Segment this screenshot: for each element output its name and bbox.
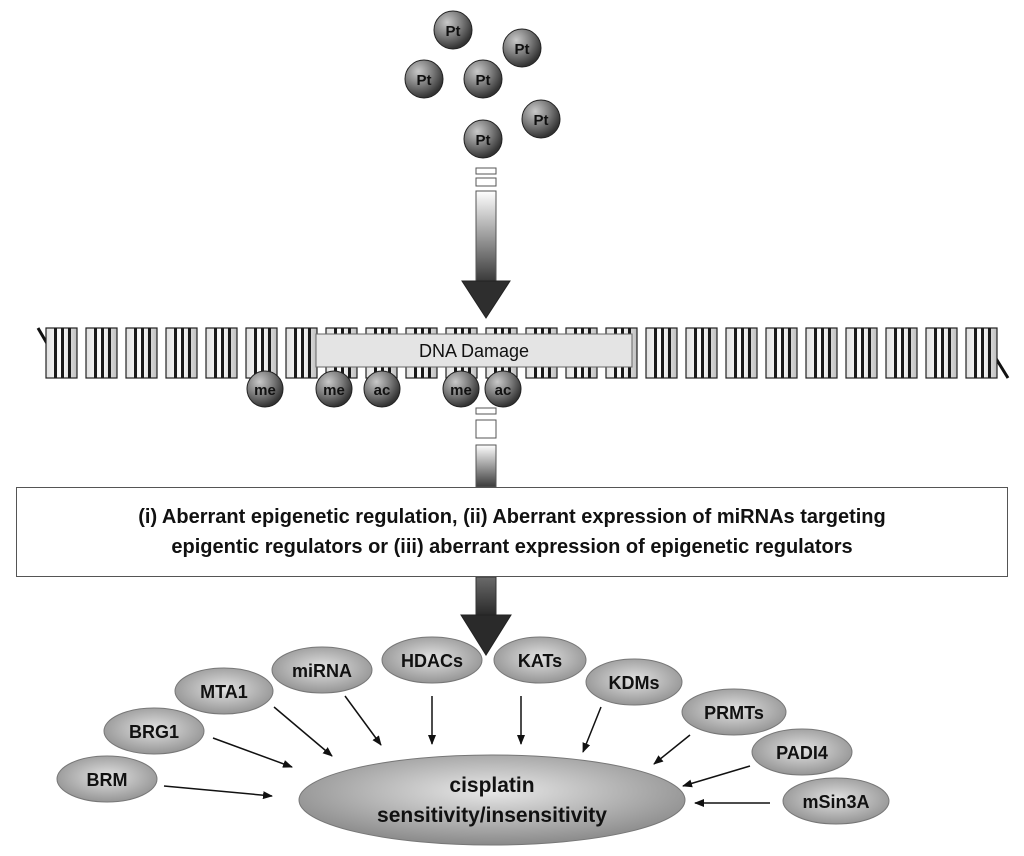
mechanism-box: (i) Aberrant epigenetic regulation, (ii)… xyxy=(16,487,1008,577)
regulator-mta1: MTA1 xyxy=(174,667,274,715)
pt-sphere: Pt xyxy=(463,119,503,159)
svg-text:Pt: Pt xyxy=(417,72,432,89)
svg-text:PADI4: PADI4 xyxy=(776,743,828,763)
svg-text:Pt: Pt xyxy=(476,132,491,149)
regulator-brg1: BRG1 xyxy=(103,707,205,755)
platinum-molecules: Pt Pt Pt Pt Pt Pt xyxy=(404,10,561,159)
regulator-mirna: miRNA xyxy=(271,646,373,694)
svg-text:cisplatin: cisplatin xyxy=(449,774,534,797)
svg-text:me: me xyxy=(450,382,472,399)
nucleosome-block xyxy=(725,327,758,379)
methylation-mark: me xyxy=(315,370,353,408)
regulator-kdms: KDMs xyxy=(585,658,683,706)
svg-text:miRNA: miRNA xyxy=(292,661,352,681)
svg-text:me: me xyxy=(323,382,345,399)
svg-text:KATs: KATs xyxy=(518,651,562,671)
svg-text:sensitivity/insensitivity: sensitivity/insensitivity xyxy=(377,804,607,827)
nucleosome-block xyxy=(45,327,78,379)
regulator-padi4: PADI4 xyxy=(751,728,853,776)
svg-text:DNA Damage: DNA Damage xyxy=(419,341,529,361)
mechanism-line-2: epigentic regulators or (iii) aberrant e… xyxy=(171,536,853,558)
arrow-mta1 xyxy=(273,706,333,757)
nucleosome-block xyxy=(85,327,118,379)
svg-text:BRG1: BRG1 xyxy=(129,722,179,742)
arrow-kdms xyxy=(582,706,602,753)
mechanism-line-1: (i) Aberrant epigenetic regulation, (ii)… xyxy=(138,506,886,528)
regulator-kats: KATs xyxy=(493,636,587,684)
methylation-mark: me xyxy=(442,370,480,408)
connector-shaft-middle xyxy=(475,407,497,488)
svg-text:Pt: Pt xyxy=(476,72,491,89)
svg-text:Pt: Pt xyxy=(515,41,530,58)
regulator-msin3a: mSin3A xyxy=(782,777,890,825)
nucleosome-block xyxy=(165,327,198,379)
svg-text:Pt: Pt xyxy=(446,23,461,40)
pt-sphere: Pt xyxy=(433,10,473,50)
svg-text:MTA1: MTA1 xyxy=(200,682,248,702)
acetylation-mark: ac xyxy=(484,370,522,408)
nucleosome-block xyxy=(885,327,918,379)
arrow-prmts xyxy=(653,734,691,765)
arrow-brg1 xyxy=(212,737,293,768)
regulator-arrows xyxy=(163,695,770,807)
methylation-mark: me xyxy=(246,370,284,408)
outcome-ellipse: cisplatin sensitivity/insensitivity xyxy=(298,754,686,846)
histone-marks: me me ac me ac xyxy=(246,370,522,408)
regulator-list: BRM BRG1 MTA1 miRNA HDACs KATs KDMs PRM xyxy=(56,636,890,825)
dna-damage-label: DNA Damage xyxy=(315,333,633,368)
svg-text:ac: ac xyxy=(374,382,391,399)
pt-sphere: Pt xyxy=(502,28,542,68)
nucleosome-block xyxy=(925,327,958,379)
svg-text:HDACs: HDACs xyxy=(401,651,463,671)
arrow-mirna xyxy=(344,695,382,746)
nucleosome-block xyxy=(125,327,158,379)
regulator-brm: BRM xyxy=(56,755,158,803)
svg-text:me: me xyxy=(254,382,276,399)
svg-text:PRMTs: PRMTs xyxy=(704,703,764,723)
pt-sphere: Pt xyxy=(463,59,503,99)
nucleosome-block xyxy=(805,327,838,379)
svg-text:BRM: BRM xyxy=(87,770,128,790)
arrow-brm xyxy=(163,785,273,800)
nucleosome-block xyxy=(845,327,878,379)
nucleosome-block xyxy=(285,327,318,379)
svg-text:mSin3A: mSin3A xyxy=(802,792,869,812)
nucleosome-block xyxy=(645,327,678,379)
nucleosome-block xyxy=(965,327,998,379)
nucleosome-block xyxy=(245,327,278,379)
arrow-padi4 xyxy=(682,765,751,788)
svg-text:KDMs: KDMs xyxy=(608,673,659,693)
regulator-prmts: PRMTs xyxy=(681,688,787,736)
downward-arrow-bottom xyxy=(460,576,512,656)
pt-sphere: Pt xyxy=(404,59,444,99)
nucleosome-block xyxy=(685,327,718,379)
svg-text:ac: ac xyxy=(495,382,512,399)
regulator-hdacs: HDACs xyxy=(381,636,483,684)
acetylation-mark: ac xyxy=(363,370,401,408)
pt-sphere: Pt xyxy=(521,99,561,139)
svg-text:Pt: Pt xyxy=(534,112,549,129)
nucleosome-block xyxy=(765,327,798,379)
nucleosome-block xyxy=(205,327,238,379)
downward-arrow-top xyxy=(461,167,511,319)
